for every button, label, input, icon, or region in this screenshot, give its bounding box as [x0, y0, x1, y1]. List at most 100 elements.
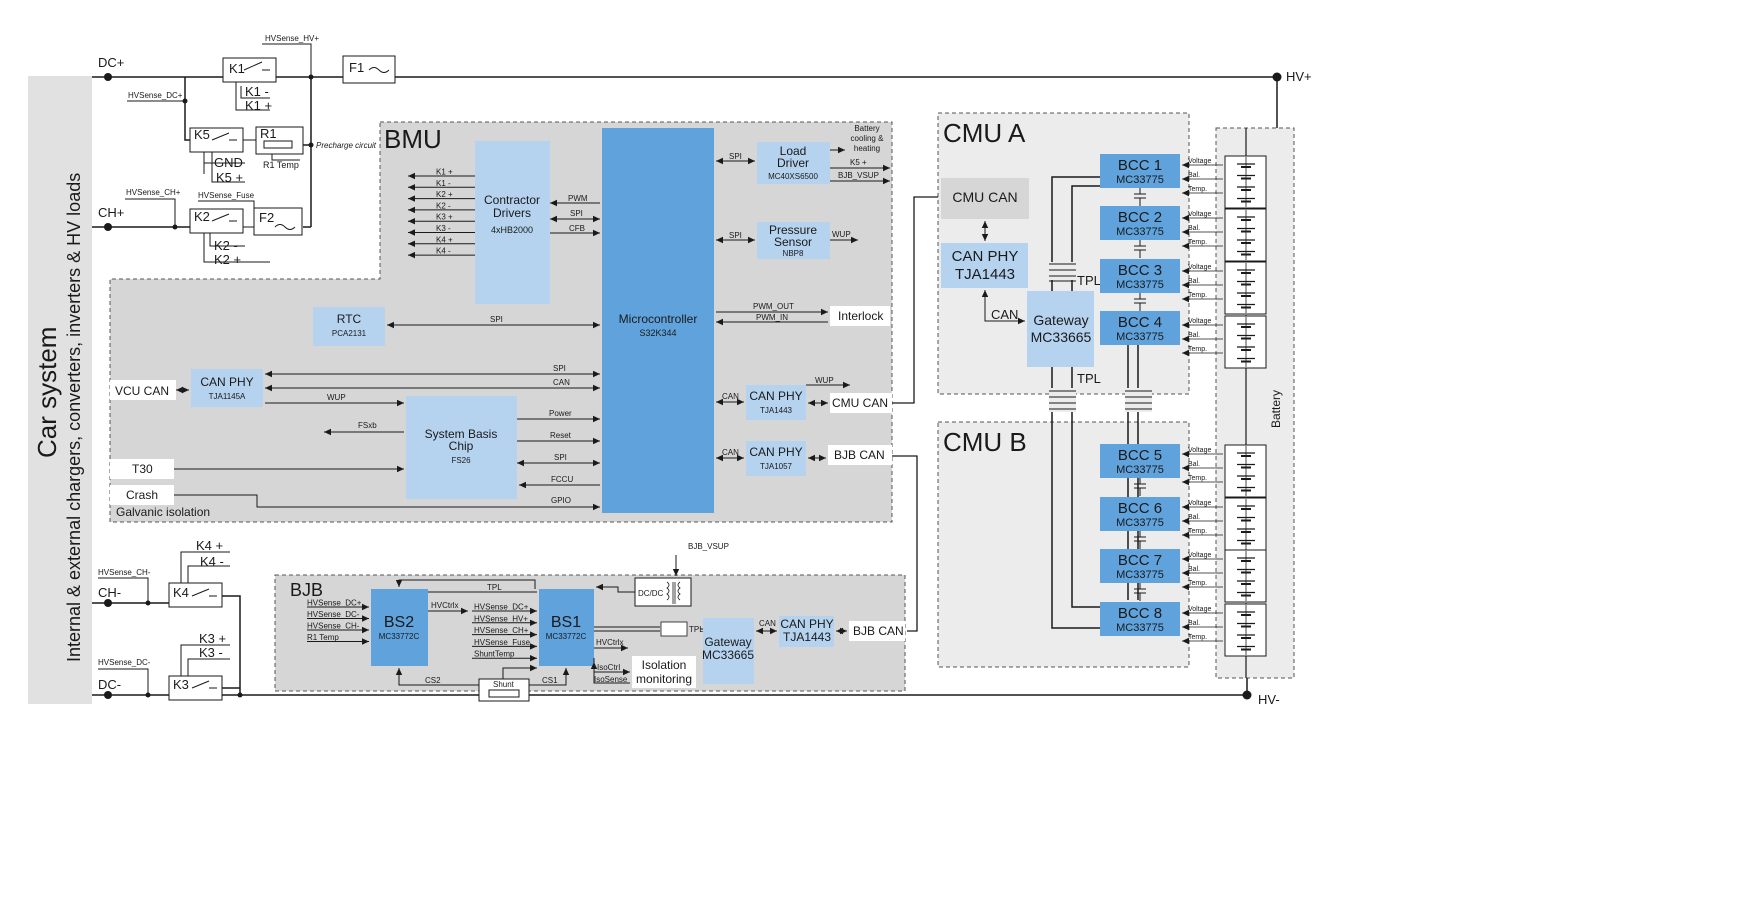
k2-minus: K2 -: [214, 238, 238, 253]
k4-minus: K4 -: [200, 554, 224, 569]
bs2-input-label: HVSense_CH-: [307, 622, 360, 631]
bs1-block: BS1 MC33772C: [539, 589, 594, 666]
isolation-capacitor: [1134, 531, 1146, 549]
driver-output-label: K4 +: [436, 235, 453, 244]
vcu-can-label: VCU CAN: [115, 384, 169, 398]
cmu-a-gateway-block: Gateway MC33665: [1027, 291, 1094, 367]
bcc-part: MC33775: [1116, 517, 1164, 529]
sense-hv-plus: HVSense_HV+: [265, 34, 319, 43]
contactor-k3: K3: [168, 675, 223, 701]
k4-label: K4: [173, 585, 189, 600]
battery-cooling-2: cooling &: [851, 134, 885, 143]
terminal-hv-minus: HV-: [1258, 692, 1280, 707]
pressure-sensor-name-2: Sensor: [774, 235, 812, 249]
can-phy-cmu-part: TJA1443: [760, 406, 793, 415]
bcc-name: BCC 7: [1118, 552, 1162, 569]
dcdc-block: DC/DC: [634, 577, 692, 607]
rtc-part: PCA2131: [332, 329, 367, 338]
cmu-a-can-phy-part: TJA1443: [955, 266, 1015, 283]
bcc-part: MC33775: [1116, 622, 1164, 634]
sense-dc-plus: HVSense_DC+: [128, 91, 183, 100]
bs1-input-label: HVSense_HV+: [474, 614, 528, 623]
sense-ch-minus: HVSense_CH-: [98, 568, 151, 577]
rtc-spi: SPI: [490, 315, 503, 324]
sbc-reset: Reset: [550, 431, 572, 440]
k4-plus: K4 +: [196, 538, 223, 553]
r1-label: R1: [260, 126, 277, 141]
bcc-name: BCC 5: [1118, 447, 1162, 464]
isolation-1: Isolation: [642, 658, 687, 672]
car-system-subtitle: Internal & external chargers, converters…: [64, 173, 84, 662]
bmu-cmu-can-label: CMU CAN: [832, 396, 888, 410]
k3-minus: K3 -: [199, 645, 223, 660]
transformers: [1049, 262, 1152, 412]
cell-signal-label: Voltage: [1188, 211, 1211, 218]
bjb-hvctrlx-bs2: HVCtrlx: [431, 601, 459, 610]
bjb-gateway-name: Gateway: [704, 635, 751, 649]
cell-signal-label: Bal.: [1188, 278, 1200, 285]
pwm-in: PWM_IN: [756, 313, 788, 322]
k1-plus: K1 +: [245, 98, 272, 113]
isolation-capacitor: [1134, 583, 1146, 601]
bcc-part: MC33775: [1116, 279, 1164, 291]
bjb-gateway-block: Gateway MC33665: [702, 618, 754, 684]
cmu-b-title: CMU B: [943, 427, 1027, 457]
load-driver-name-1: Load: [780, 144, 807, 158]
r1-temp-label: R1 Temp: [263, 160, 299, 170]
bcc-part: MC33775: [1116, 569, 1164, 581]
driver-output-label: K3 -: [436, 224, 451, 233]
cell-signal-label: Voltage: [1188, 552, 1211, 559]
cmu-a-can-phy-block: CAN PHY TJA1443: [941, 243, 1028, 288]
isolation-2: monitoring: [636, 672, 692, 686]
cmu-a-gateway-name: Gateway: [1033, 312, 1088, 328]
bcc-name: BCC 1: [1118, 157, 1162, 174]
bjb-tpl: TPL: [487, 583, 502, 592]
can-phy-bjb-part: TJA1057: [760, 462, 793, 471]
bmu-title: BMU: [384, 124, 442, 154]
tpl-bottom: TPL: [1077, 371, 1101, 386]
bs2-name: BS2: [384, 614, 414, 631]
cmu-phy-can: CAN: [722, 392, 739, 401]
bjb-gateway-can: CAN: [759, 619, 776, 628]
bs1-input-label: HVSense_CH+: [474, 626, 529, 635]
cell-signal-label: Bal.: [1188, 514, 1200, 521]
can-phy-vcu-part: TJA1145A: [209, 392, 246, 401]
bjb-gateway-part: MC33665: [702, 648, 754, 662]
bs1-input-label: ShuntTemp: [474, 650, 515, 659]
bjb-can-label: BJB CAN: [853, 624, 904, 638]
vcu-can: CAN: [553, 378, 570, 387]
cmu-phy-wup: WUP: [815, 376, 834, 385]
terminal-hv-plus: HV+: [1286, 69, 1312, 84]
pressure-sensor-block: Pressure Sensor NBP8: [757, 222, 830, 259]
can-phy-cmu-name: CAN PHY: [749, 389, 802, 403]
k1-minus: K1 -: [245, 84, 269, 99]
galvanic-label: Galvanic isolation: [116, 505, 210, 519]
rtc-block: RTC PCA2131: [313, 307, 385, 346]
sbc-name-2: Chip: [449, 439, 474, 453]
fuse-f2: F2: [253, 207, 303, 236]
bs2-part: MC33772C: [379, 632, 420, 641]
driver-outputs: K1 +K1 -K2 +K2 -K3 +K3 -K4 +K4 -: [408, 168, 475, 259]
cell-signal-label: Temp.: [1188, 634, 1207, 641]
cell-signal-label: Bal.: [1188, 172, 1200, 179]
cmu-a-can-label: CMU CAN: [952, 189, 1017, 205]
bs2-block: BS2 MC33772C: [371, 589, 428, 666]
load-k5-plus: K5 +: [850, 158, 867, 167]
bjb-cs2: CS2: [425, 676, 441, 685]
bjb-can-phy-name: CAN PHY: [780, 617, 833, 631]
bcc-part: MC33775: [1116, 331, 1164, 343]
interlock-label: Interlock: [838, 309, 884, 323]
cell-signal-label: Temp.: [1188, 580, 1207, 587]
cell-signal-label: Bal.: [1188, 225, 1200, 232]
drv-cfb: CFB: [569, 224, 585, 233]
bjb-hvctrlx-bs1: HVCtrlx: [596, 638, 624, 647]
cell-signal-label: Voltage: [1188, 264, 1211, 271]
f1-label: F1: [349, 60, 364, 75]
